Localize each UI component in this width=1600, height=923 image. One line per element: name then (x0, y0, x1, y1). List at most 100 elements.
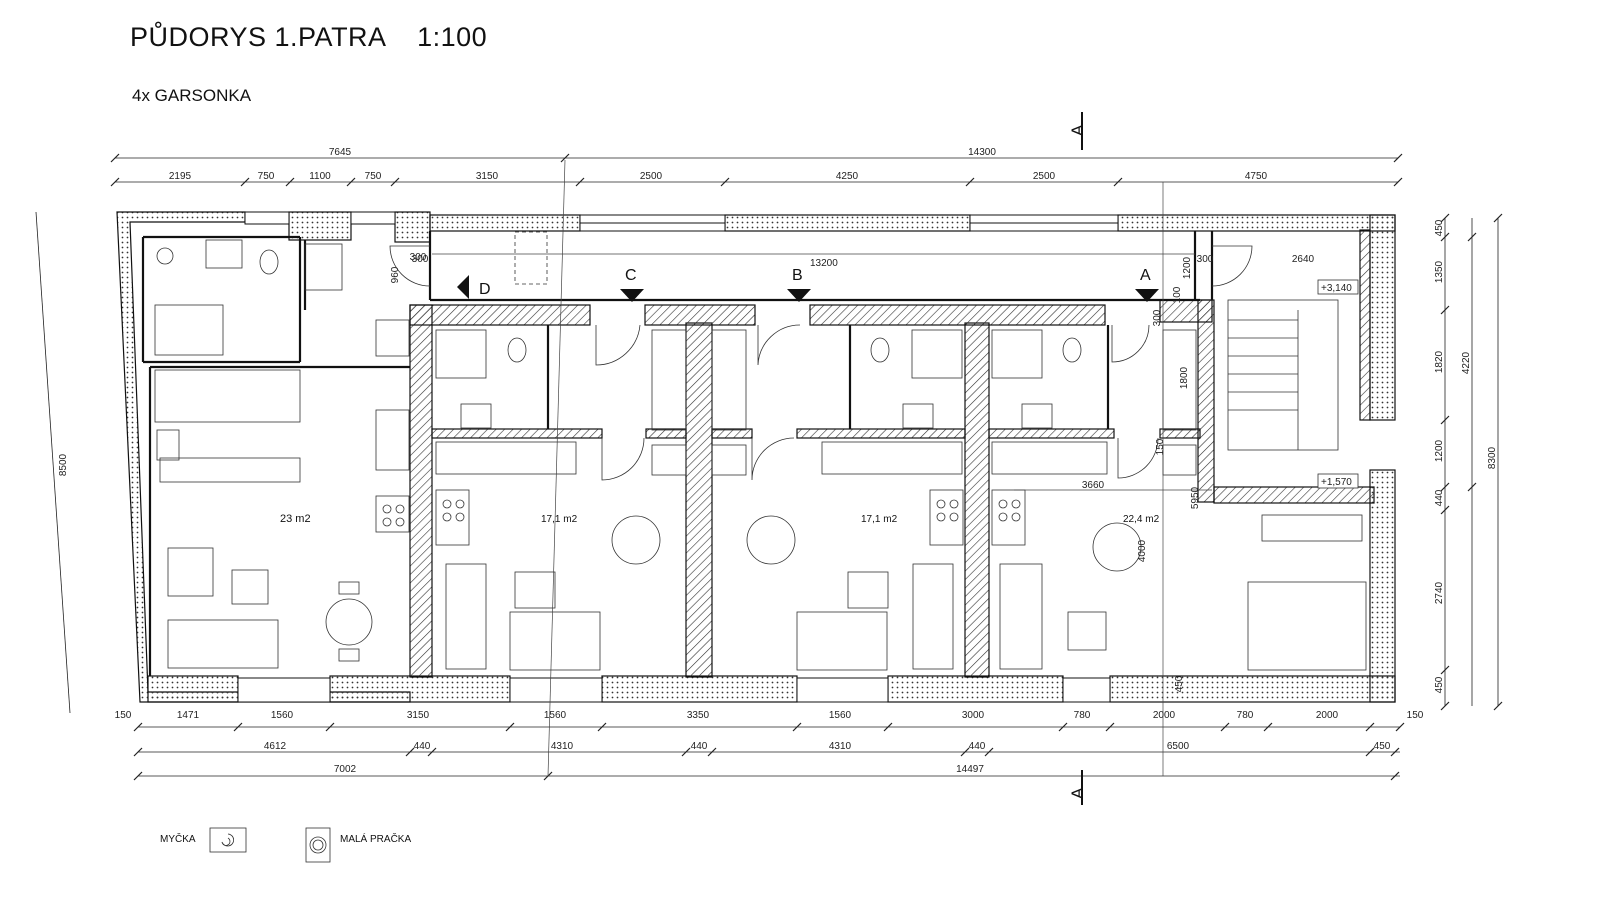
dimension-label: 7002 (334, 764, 357, 775)
dimension-label: 300 (1197, 254, 1214, 265)
dimension-tick (1440, 305, 1450, 315)
dimension-tick (1467, 482, 1477, 492)
dimension-label: 7645 (329, 147, 352, 158)
dimension-label: 4250 (836, 171, 859, 182)
dimension-label: 2500 (640, 171, 663, 182)
dimension-label: 5950 (1190, 486, 1201, 509)
dimension-label: 2640 (1292, 254, 1315, 265)
interior-walls (409, 229, 1375, 678)
dimension-label: 1100 (309, 171, 331, 182)
dimension-tick (1220, 722, 1230, 732)
dimension-label: 440 (1434, 489, 1445, 506)
dimension-label: 1560 (829, 710, 852, 721)
room-area-2: 17,1 m2 (541, 514, 578, 525)
partitions (141, 231, 1214, 676)
dimension-label: 450 (1434, 219, 1445, 236)
room-area-4: 22,4 m2 (1123, 514, 1160, 525)
section-line-vertical (547, 159, 566, 777)
dimension-label: 2195 (169, 171, 192, 182)
dimension-label: 300 (1152, 309, 1163, 326)
dimension-label: 4220 (1461, 351, 1472, 374)
dimension-tick (1440, 482, 1450, 492)
dimension-label: 8300 (1487, 446, 1498, 469)
drawing-title: PŮDORYS 1.PATRA 1:100 (130, 22, 488, 52)
dimension-tick (1263, 722, 1273, 732)
dimension-label: 1471 (177, 710, 200, 721)
marker-arrows (457, 275, 1159, 302)
dimension-label: 6500 (1167, 741, 1190, 752)
dimension-label: 4310 (829, 741, 852, 752)
marker-d: D (479, 281, 491, 298)
dimension-tick (1105, 722, 1115, 732)
dimension-tick (427, 747, 437, 757)
dimension-label: 14497 (956, 764, 984, 775)
section-label-bottom: A (1068, 787, 1087, 799)
dimension-label: 1200 (1434, 439, 1445, 462)
dimension-tick (325, 722, 335, 732)
dimension-tick (1440, 665, 1450, 675)
drawing-subtitle: 4x GARSONKA (132, 86, 252, 105)
dimension-label: 300 (410, 252, 427, 263)
dimension-tick (1493, 701, 1503, 711)
dimension-tick (681, 747, 691, 757)
dimension-tick (285, 177, 295, 187)
dimension-tick (1390, 771, 1400, 781)
dimension-tick (984, 747, 994, 757)
dimension-tick (1365, 747, 1375, 757)
dimension-label: 8500 (58, 453, 69, 476)
dimension-tick (960, 747, 970, 757)
dimension-label: 3350 (687, 710, 710, 721)
legend-dishwasher-label: MYČKA (160, 834, 196, 845)
dimension-label: 1350 (1434, 260, 1445, 283)
dimension-label: 780 (1237, 710, 1254, 721)
corridor-length: 13200 (810, 258, 838, 269)
dimension-tick (133, 747, 143, 757)
dimension-label: 440 (691, 741, 708, 752)
room-area-3: 17,1 m2 (861, 514, 898, 525)
dimension-tick (1467, 232, 1477, 242)
dimension-label: 3150 (407, 710, 430, 721)
washer-drum-icon (309, 836, 327, 854)
dimension-tick (560, 153, 570, 163)
dishwasher-swirl-icon (221, 833, 234, 847)
dimension-lines (35, 157, 1499, 777)
dimension-label: 150 (1407, 710, 1424, 721)
dimension-tick (240, 177, 250, 187)
section-label-top: A (1068, 124, 1087, 136)
level-upper: +3,140 (1321, 283, 1352, 294)
dimension-label: 4310 (551, 741, 574, 752)
dimension-label: 2500 (1033, 171, 1056, 182)
dimension-label: 300 (412, 254, 429, 265)
dimension-label: 440 (414, 741, 431, 752)
dimension-label: 960 (390, 266, 401, 283)
level-box-upper (1317, 279, 1359, 295)
door-swings (389, 245, 1253, 481)
windows (237, 211, 1119, 703)
dimension-label: 1820 (1434, 350, 1445, 373)
dimension-tick (1393, 177, 1403, 187)
marker-c: C (625, 267, 637, 284)
dimension-label: 780 (1074, 710, 1091, 721)
dimension-tick (1440, 415, 1450, 425)
dimension-tick (1395, 722, 1405, 732)
level-lower: +1,570 (1321, 477, 1352, 488)
dimension-tick (1440, 701, 1450, 711)
dimension-tick (1393, 153, 1403, 163)
dimension-tick (390, 177, 400, 187)
dimension-label: 450 (1374, 741, 1391, 752)
dimension-label: 4612 (264, 741, 287, 752)
dimension-tick (133, 771, 143, 781)
dimension-tick (597, 722, 607, 732)
dimension-label: 450 (1174, 675, 1185, 692)
dimension-tick (1365, 722, 1375, 732)
dimension-ticks (110, 153, 1503, 781)
dimension-label: 1560 (271, 710, 294, 721)
washer-legend-icon (305, 827, 331, 863)
dimension-tick (133, 722, 143, 732)
dimension-label: 3660 (1082, 480, 1105, 491)
fixtures (154, 231, 1367, 671)
dimension-label: 4750 (1245, 171, 1268, 182)
marker-b: B (792, 267, 803, 284)
dimension-label: 2740 (1434, 581, 1445, 604)
